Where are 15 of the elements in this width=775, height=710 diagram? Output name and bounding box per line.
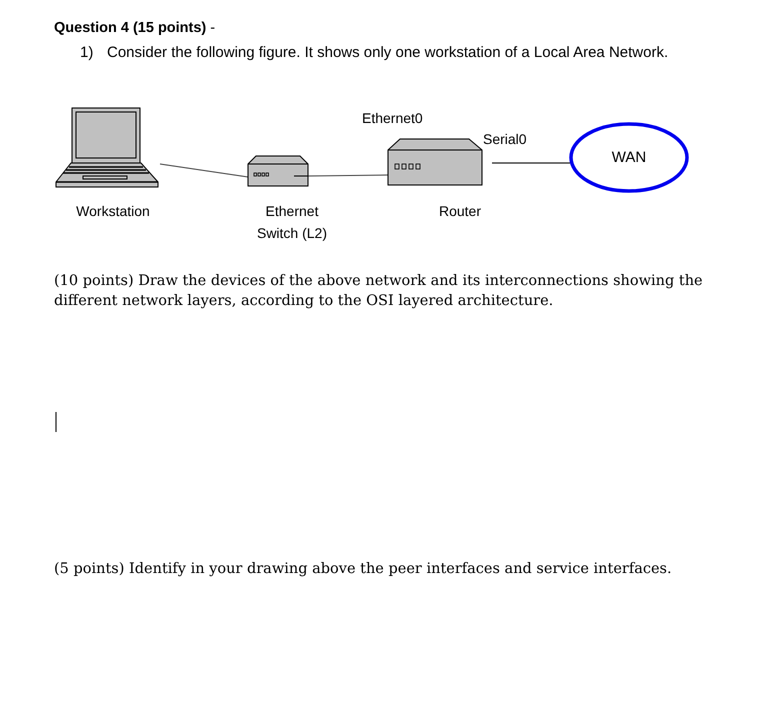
network-label: WAN <box>610 148 648 168</box>
question-heading: Question 4 (15 points) - <box>54 20 216 36</box>
question-text: (10 points) Draw the devices of the above network and its interconnections showing the different network layers, according to the OSI layered architecture. <box>54 272 704 311</box>
port-label: Serial0 <box>483 130 527 149</box>
question-text: (5 points) Identify in your drawing above the peer interfaces and service interfaces. <box>54 560 673 579</box>
connection-line <box>308 174 388 176</box>
instruction-text: Consider the following figure. It shows only one workstation of a Local Area Network. <box>107 44 668 61</box>
connection-line <box>492 162 570 164</box>
connection-line <box>160 164 248 178</box>
network-ellipse <box>568 121 690 194</box>
port-label: Ethernet0 <box>362 109 423 128</box>
device-label: Router <box>438 202 482 221</box>
device-label: Workstation <box>75 202 151 221</box>
list-number: 1) <box>80 44 94 61</box>
device-label: Ethernet Switch (L2) <box>256 202 328 243</box>
